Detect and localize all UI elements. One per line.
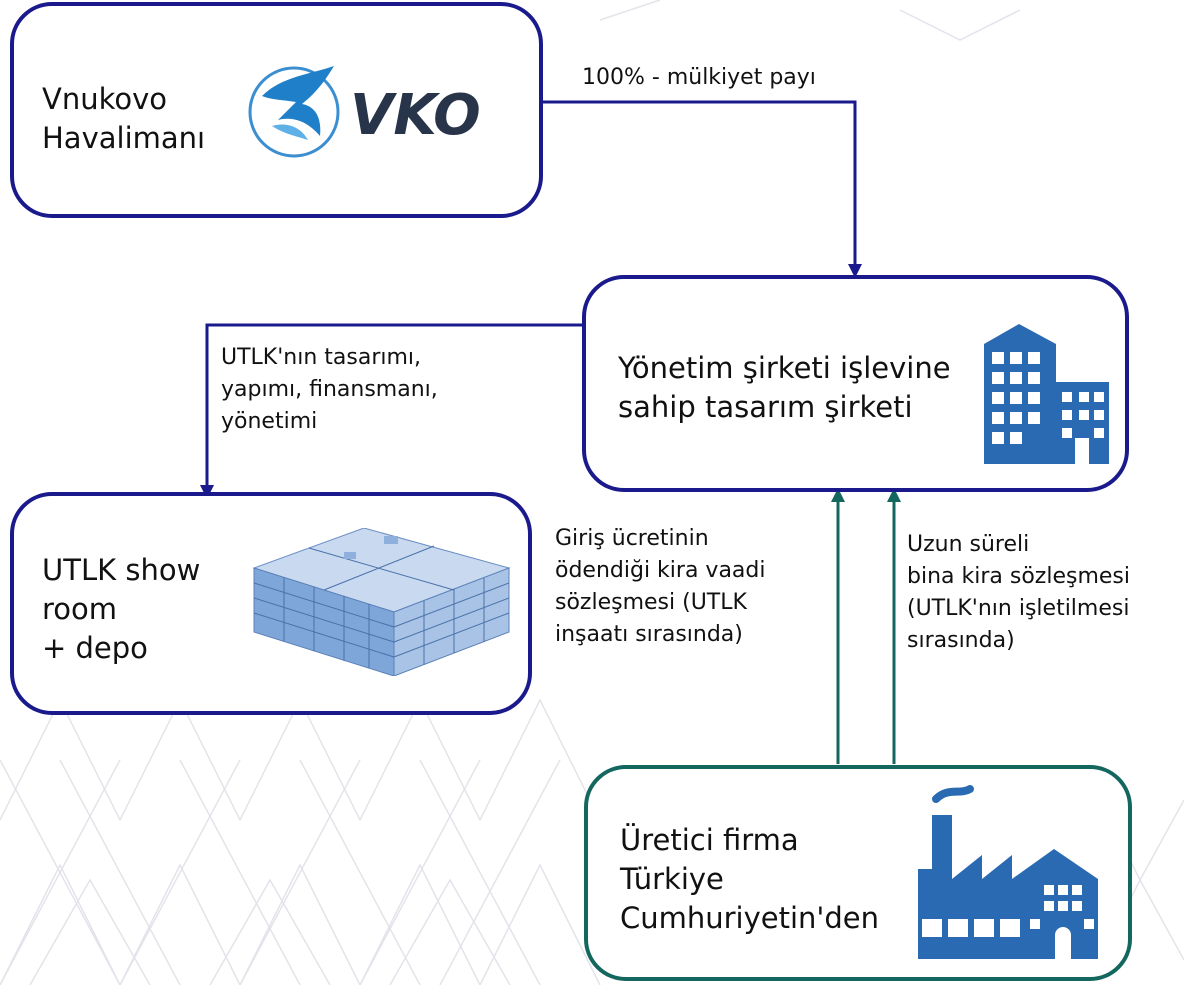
vko-logo-text: VKO — [350, 83, 481, 148]
long-term-arrowhead — [887, 488, 901, 502]
factory-icon — [918, 785, 1098, 959]
design-build-edge-label: UTLK'nın tasarımı, yapımı, finansmanı, y… — [221, 345, 438, 434]
utlk-showroom-label: UTLK show room + depo — [42, 553, 201, 665]
design-build-connector — [205, 323, 585, 490]
vnukovo-airport-label: Vnukovo Havalimanı — [42, 82, 206, 155]
utlk-showroom-box: UTLK show room + depo — [10, 492, 532, 715]
management-company-label: Yönetim şirketi işlevine sahip tasarım ş… — [618, 351, 951, 424]
producer-company-box: Üretici firma Türkiye Cumhuriyetin'den — [584, 765, 1132, 981]
entry-fee-edge-label: Giriş ücretinin ödendiği kira vaadi sözl… — [555, 526, 766, 647]
producer-company-label: Üretici firma Türkiye Cumhuriyetin'den — [620, 823, 880, 935]
ownership-edge-label: 100% - mülkiyet payı — [582, 65, 816, 90]
warehouse-building-icon — [252, 528, 511, 676]
vnukovo-airport-box: Vnukovo Havalimanı VKO — [10, 2, 543, 218]
vko-logo: VKO — [248, 66, 481, 158]
ownership-connector — [540, 100, 857, 268]
ownership-arrowhead — [848, 264, 862, 278]
management-company-box: Yönetim şirketi işlevine sahip tasarım ş… — [582, 275, 1129, 492]
office-building-icon — [984, 324, 1109, 464]
long-term-lease-edge-label: Uzun süreli bina kira sözleşmesi (UTLK'n… — [907, 532, 1130, 653]
entry-fee-arrowhead — [831, 488, 845, 502]
